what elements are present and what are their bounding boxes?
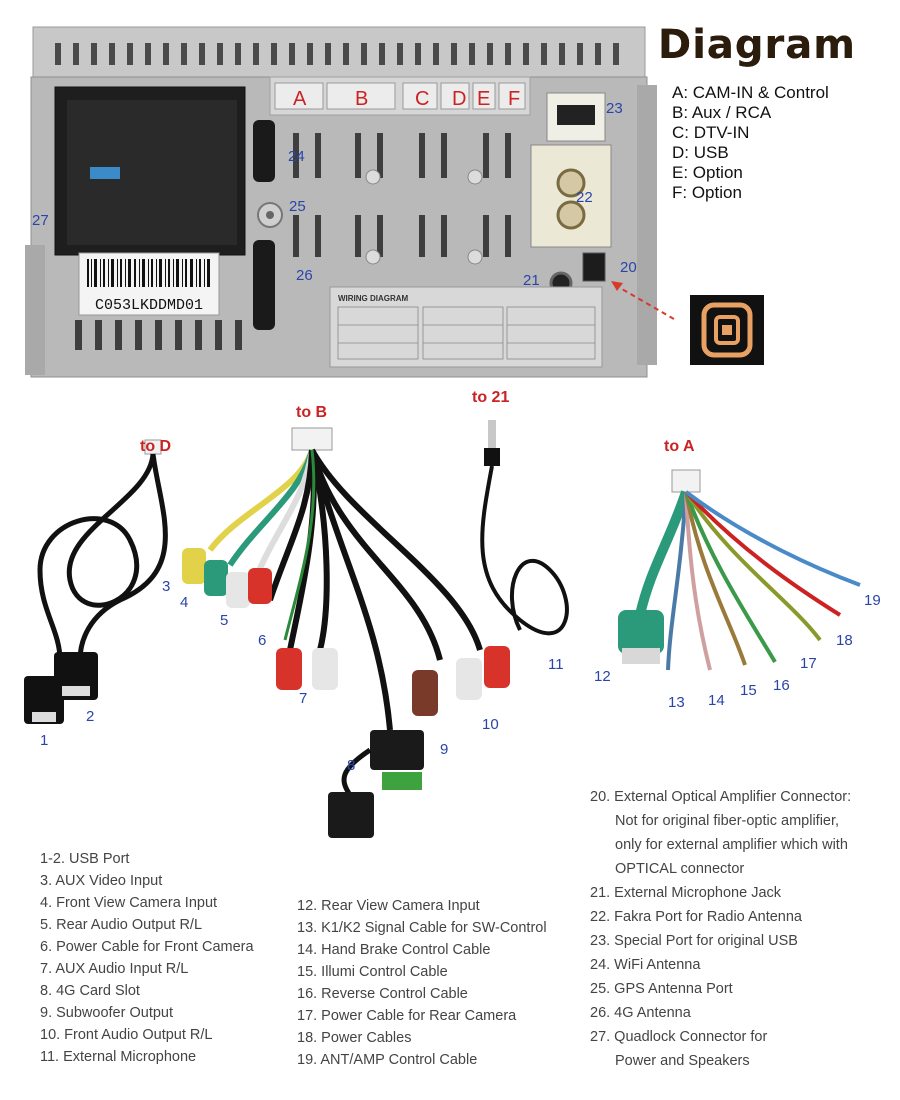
desc-item: Not for original fiber-optic amplifier,: [615, 813, 840, 829]
wifi-antenna-connector: [253, 120, 275, 182]
callout-27: 27: [32, 212, 49, 229]
desc-item: 20. External Optical Amplifier Connector…: [590, 789, 852, 805]
cable-number-16: 16: [773, 677, 790, 694]
desc-item: 16. Reverse Control Cable: [297, 986, 468, 1002]
desc-item: 9. Subwoofer Output: [40, 1005, 173, 1021]
desc-item: 19. ANT/AMP Control Cable: [297, 1052, 478, 1068]
desc-item: Power and Speakers: [615, 1053, 750, 1069]
cable-number-9: 9: [440, 741, 449, 758]
desc-item: 15. Illumi Control Cable: [297, 964, 448, 980]
legend-item-e: E: Option: [672, 163, 743, 182]
callout-23: 23: [606, 100, 623, 117]
cable-number-13: 13: [668, 694, 685, 711]
description-column-3: 20. External Optical Amplifier Connector…: [590, 785, 851, 1073]
port-letter-a: A: [293, 88, 307, 110]
desc-item: 14. Hand Brake Control Cable: [297, 942, 491, 958]
rca-harness: [182, 427, 510, 838]
desc-item: 1-2. USB Port: [40, 851, 130, 867]
cable-harness-illustration: [24, 420, 861, 838]
port-letter-f: F: [508, 88, 520, 110]
desc-item: 18. Power Cables: [297, 1030, 412, 1046]
cable-number-15: 15: [740, 682, 757, 699]
desc-item: 27. Quadlock Connector for: [590, 1029, 768, 1045]
target-label-21: to 21: [472, 389, 510, 406]
desc-item: 17. Power Cable for Rear Camera: [297, 1008, 517, 1024]
legend-item-c: C: DTV-IN: [672, 123, 750, 142]
cable-number-4: 4: [180, 594, 189, 611]
wiring-diagram-label: WIRING DIAGRAM: [338, 294, 409, 303]
cable-number-18: 18: [836, 632, 853, 649]
desc-item: 25. GPS Antenna Port: [590, 981, 733, 997]
desc-item: 8. 4G Card Slot: [40, 983, 140, 999]
port-letter-c: C: [415, 88, 429, 110]
legend-item-f: F: Option: [672, 183, 742, 202]
callout-20: 20: [620, 259, 637, 276]
legend-item-d: D: USB: [672, 143, 729, 162]
description-column-1: 1-2. USB Port 3. AUX Video Input 4. Fron…: [40, 848, 254, 1068]
wiring-diagram-panel: [329, 286, 603, 368]
desc-item: 11. External Microphone: [40, 1049, 197, 1065]
callout-22: 22: [576, 189, 593, 206]
desc-item: 22. Fakra Port for Radio Antenna: [590, 909, 802, 925]
desc-item: 6. Power Cable for Front Camera: [40, 939, 254, 955]
port-letter-d: D: [452, 88, 466, 110]
cable-number-19: 19: [864, 592, 881, 609]
desc-item: 24. WiFi Antenna: [590, 957, 701, 973]
cable-number-6: 6: [258, 632, 267, 649]
port-letter-b: B: [355, 88, 368, 110]
cable-number-2: 2: [86, 708, 95, 725]
desc-item: 10. Front Audio Output R/L: [40, 1027, 213, 1043]
cable-number-5: 5: [220, 612, 229, 629]
callout-26: 26: [296, 267, 313, 284]
desc-item: 23. Special Port for original USB: [590, 933, 798, 949]
head-unit-rear-view: C053LKDDMD01 A B C D E F WIRING DI: [25, 26, 675, 378]
port-legend: A: CAM-IN & Control B: Aux / RCA C: DTV-…: [672, 83, 829, 203]
desc-item: 26. 4G Antenna: [590, 1005, 691, 1021]
optical-connector-icon: [690, 295, 764, 365]
callout-21: 21: [523, 272, 540, 289]
desc-item: 21. External Microphone Jack: [590, 885, 782, 901]
callout-25: 25: [289, 198, 306, 215]
diagram-title: Diagram: [658, 22, 856, 68]
serial-label: C053LKDDMD01: [95, 297, 203, 314]
target-label-a: to A: [664, 438, 695, 455]
desc-item: only for external amplifier which with: [615, 837, 848, 853]
desc-item: OPTICAL connector: [615, 861, 745, 877]
mic-cable: [480, 420, 569, 636]
top-vent-slots: [55, 43, 619, 65]
control-harness: [618, 469, 861, 671]
cable-number-12: 12: [594, 668, 611, 685]
4g-antenna-connector: [253, 240, 275, 330]
legend-item-a: A: CAM-IN & Control: [672, 83, 829, 102]
cable-number-3: 3: [162, 578, 171, 595]
port-letter-e: E: [477, 88, 490, 110]
optical-port: [582, 252, 606, 282]
callout-24: 24: [288, 148, 305, 165]
target-label-d: to D: [140, 438, 172, 455]
desc-item: 3. AUX Video Input: [40, 873, 163, 889]
desc-item: 7. AUX Audio Input R/L: [40, 961, 189, 977]
cable-number-10: 10: [482, 716, 499, 733]
optical-pointer-line: [614, 284, 675, 321]
cable-number-11: 11: [548, 656, 564, 673]
usb-cable: [24, 439, 168, 724]
desc-item: 5. Rear Audio Output R/L: [40, 917, 203, 933]
desc-item: 12. Rear View Camera Input: [297, 898, 480, 914]
cable-number-1: 1: [40, 732, 49, 749]
cable-number-17: 17: [800, 655, 817, 672]
cable-number-7: 7: [299, 690, 308, 707]
description-column-2: 12. Rear View Camera Input 13. K1/K2 Sig…: [297, 895, 547, 1071]
cable-number-8: 8: [347, 757, 356, 774]
target-label-b: to B: [296, 404, 328, 421]
desc-item: 13. K1/K2 Signal Cable for SW-Control: [297, 920, 547, 936]
desc-item: 4. Front View Camera Input: [40, 895, 218, 911]
legend-item-b: B: Aux / RCA: [672, 103, 772, 122]
cable-number-14: 14: [708, 692, 725, 709]
